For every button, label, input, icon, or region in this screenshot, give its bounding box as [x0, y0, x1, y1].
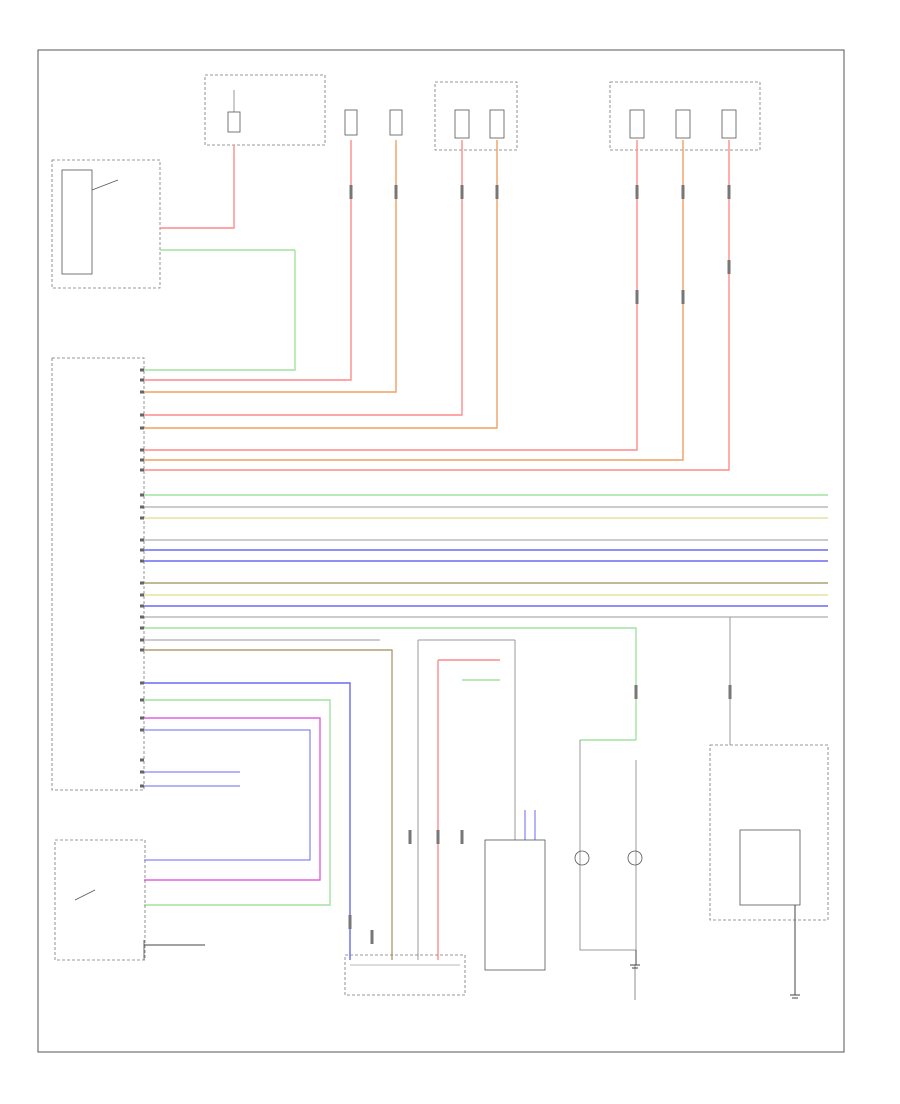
bcm-pin [140, 538, 144, 542]
inline-connector [727, 260, 731, 274]
wire-green-loop [144, 699, 331, 906]
inline-connector [634, 685, 638, 699]
bcm-pin [140, 505, 144, 509]
wire-orange-2 [144, 140, 498, 429]
wire-right-down [720, 616, 731, 745]
lower-right-module [709, 744, 829, 921]
bcm-pin [140, 413, 144, 417]
bcm-pin [140, 493, 144, 497]
lower-center-sensor-1 [344, 954, 466, 996]
bcm-pin [140, 698, 144, 702]
bcm-pin [140, 615, 144, 619]
bcm-pin [140, 559, 144, 563]
wire-down-green-1 [144, 627, 637, 740]
bcm-pin [140, 758, 144, 762]
wire-orange-1 [144, 140, 397, 393]
bcm-pin [140, 458, 144, 462]
top-left-switch [51, 159, 161, 289]
wire-red-4 [144, 140, 730, 471]
wire-red-3 [144, 140, 638, 451]
inline-connector [394, 185, 398, 199]
wire-magenta-loop [144, 717, 321, 881]
lower-left-switch [54, 839, 146, 961]
inline-connector [635, 185, 639, 199]
connector-pins [140, 185, 732, 944]
bcm-pin [140, 784, 144, 788]
inline-connector [728, 685, 732, 699]
lower-center-module-2 [484, 839, 546, 971]
wire-lamp-return [579, 740, 636, 951]
wire-switch-green-b [144, 250, 296, 371]
inline-connector [370, 930, 374, 944]
bcm-pin [140, 548, 144, 552]
wire-red-2 [144, 140, 463, 416]
bcm-pin [140, 378, 144, 382]
diagram-frame [37, 49, 845, 1053]
wires [143, 140, 828, 995]
inline-connector [460, 185, 464, 199]
wire-blue-loop [144, 729, 311, 861]
fuse-triple [609, 81, 761, 151]
inline-connector [635, 290, 639, 304]
top-fuse-block-left [204, 74, 326, 146]
inline-connector [436, 830, 440, 844]
bcm-pin [140, 448, 144, 452]
bcm-pin [140, 390, 144, 394]
bcm-pin [140, 626, 144, 630]
inline-connector [408, 830, 412, 844]
fuse-pair-a [344, 109, 403, 136]
bcm-pin [140, 638, 144, 642]
bcm-pin [140, 516, 144, 520]
bcm-pin [140, 468, 144, 472]
inline-connector [681, 185, 685, 199]
wire-blue-down [144, 682, 351, 960]
bcm-pin [140, 716, 144, 720]
wire-orange-3 [144, 140, 684, 461]
inline-connector [727, 185, 731, 199]
bcm-pin [140, 593, 144, 597]
bcm-pin [140, 604, 144, 608]
bcm-pin [140, 681, 144, 685]
bcm-pin [140, 426, 144, 430]
body-control-module [51, 357, 145, 791]
bcm-pin [140, 648, 144, 652]
lower-lamp-left [574, 850, 643, 866]
wire-red-1 [144, 140, 352, 381]
bcm-pin [140, 770, 144, 774]
wire-fuse-left-red [160, 145, 235, 229]
bcm-pin [140, 728, 144, 732]
inline-connector [348, 915, 352, 929]
fuse-pair-b [434, 81, 518, 151]
ground-symbols [630, 964, 800, 1000]
bcm-pin [140, 368, 144, 372]
inline-connector [460, 830, 464, 844]
wire-olive-down [144, 649, 393, 960]
bcm-pin [140, 581, 144, 585]
inline-connector [681, 290, 685, 304]
inline-connector [495, 185, 499, 199]
inline-connector [349, 185, 353, 199]
